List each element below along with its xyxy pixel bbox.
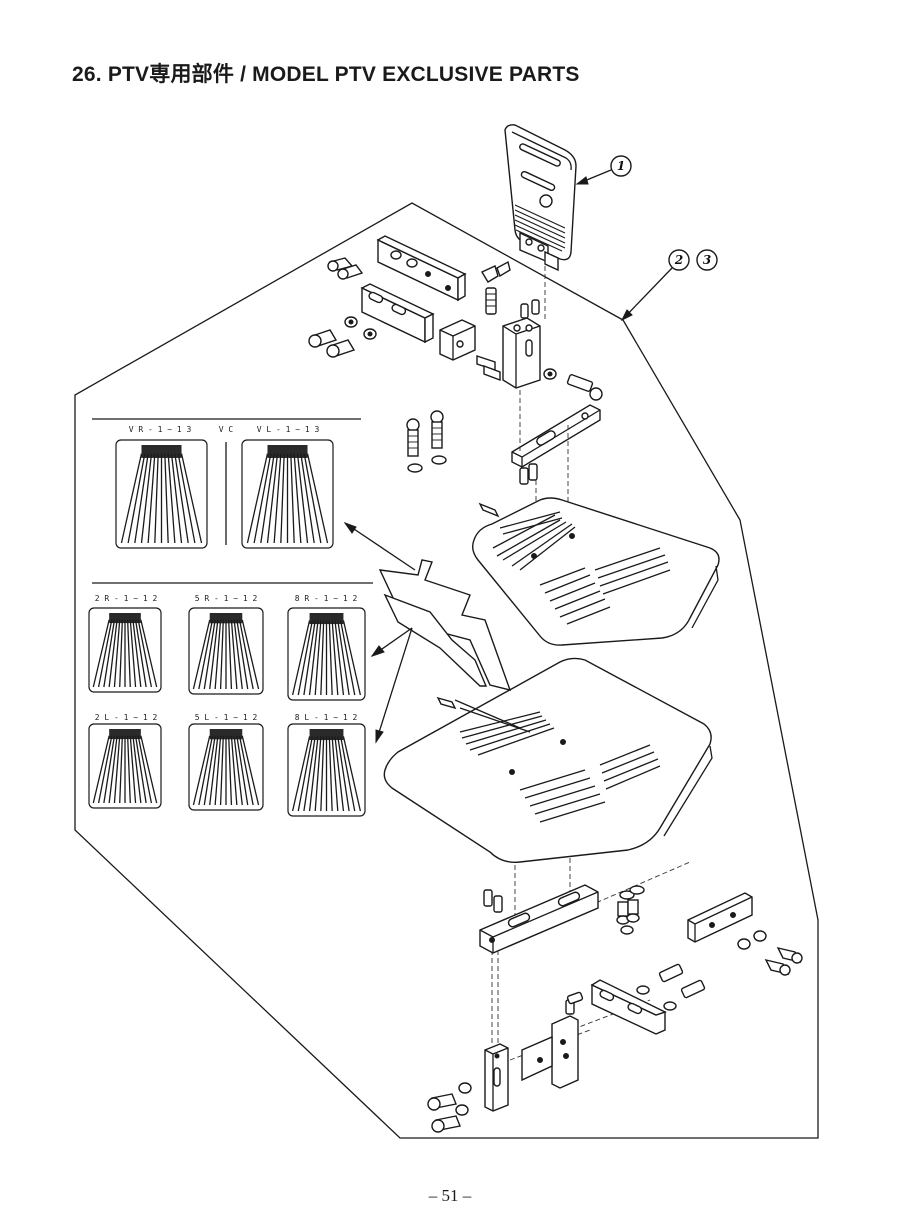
nozzle-thumbnail-vr bbox=[115, 439, 208, 549]
assembly-boundary bbox=[74, 202, 819, 1139]
nozzle-thumbnail-vl bbox=[241, 439, 334, 549]
upper-comb-tray bbox=[471, 497, 720, 646]
nozzle-thumbnail-2r bbox=[88, 607, 162, 693]
upper-left-screws bbox=[308, 257, 377, 358]
nozzle-thumbnail-8l bbox=[287, 723, 366, 817]
callout-3: 3 bbox=[696, 249, 718, 271]
nozzle-thumbnail-5r bbox=[188, 607, 264, 695]
label-5l: 5 L - 1 ~ 1 2 bbox=[195, 713, 258, 722]
pointer-arrows bbox=[343, 521, 416, 744]
label-2l: 2 L - 1 ~ 1 2 bbox=[95, 713, 158, 722]
nozzle-thumbnail-5l bbox=[188, 723, 264, 811]
label-8l: 8 L - 1 ~ 1 2 bbox=[295, 713, 358, 722]
cover-plate-part-1 bbox=[504, 124, 577, 272]
nozzle-thumbnail-8r bbox=[287, 607, 366, 701]
label-vr: V R - 1 ~ 1 3 bbox=[129, 425, 192, 434]
lower-bracket-assembly bbox=[427, 884, 803, 1133]
guide-plate bbox=[378, 559, 512, 691]
label-8r: 8 R - 1 ~ 1 2 bbox=[295, 594, 358, 603]
label-5r: 5 R - 1 ~ 1 2 bbox=[195, 594, 258, 603]
page-title: 26. PTV専用部件 / MODEL PTV EXCLUSIVE PARTS bbox=[72, 63, 580, 86]
page-number: – 51 – bbox=[428, 1186, 472, 1205]
callout-1-label: 1 bbox=[617, 159, 625, 173]
lower-comb-tray bbox=[383, 657, 713, 863]
middle-screws-and-bar bbox=[406, 374, 603, 485]
callout-3-label: 3 bbox=[703, 253, 711, 267]
label-vl: V L - 1 ~ 1 3 bbox=[257, 425, 320, 434]
callout-1: 1 bbox=[575, 155, 632, 185]
upper-bracket-assembly bbox=[360, 235, 557, 389]
nozzle-thumbnail-2l bbox=[88, 723, 162, 809]
nozzle-reference-panel: V R - 1 ~ 1 3 V C V L - 1 ~ 1 3 2 R - 1 … bbox=[88, 418, 373, 817]
label-vc: V C bbox=[219, 425, 234, 434]
callout-2: 2 bbox=[620, 249, 690, 322]
callout-2-label: 2 bbox=[674, 253, 683, 267]
label-2r: 2 R - 1 ~ 1 2 bbox=[95, 594, 158, 603]
